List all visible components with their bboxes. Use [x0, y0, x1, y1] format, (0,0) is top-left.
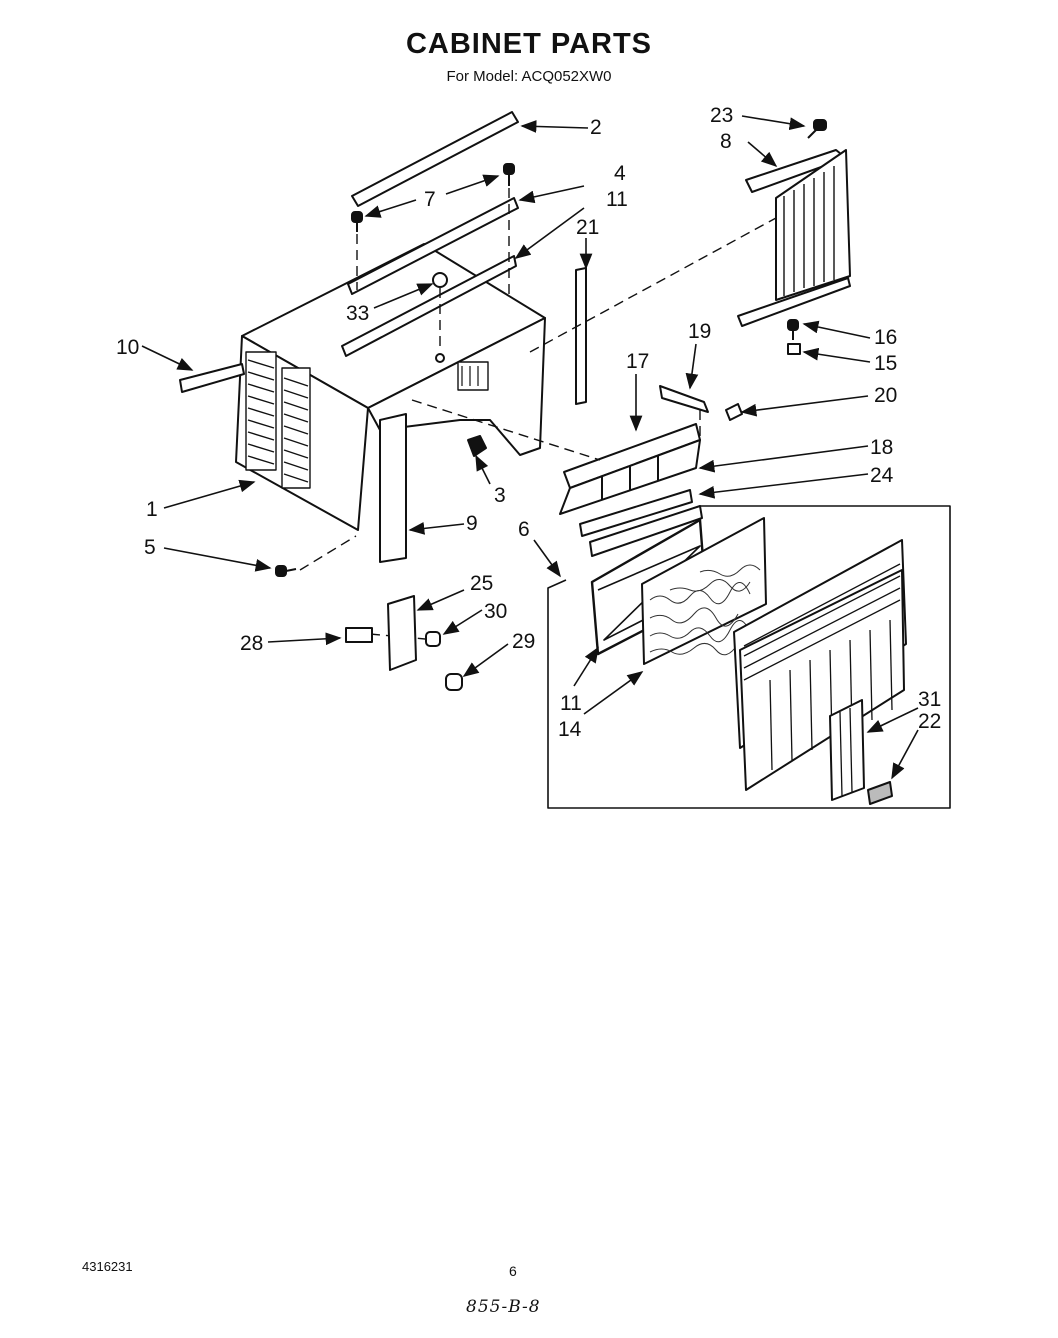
- callout-9: 9: [466, 512, 478, 535]
- front-panel-group-frame: [547, 505, 951, 809]
- callout-12: 11: [606, 188, 628, 211]
- part-5-screw: [275, 565, 297, 577]
- part-24-rail: [579, 489, 693, 537]
- part-10-strip: [179, 363, 245, 393]
- part-19-bracket: [659, 385, 709, 413]
- callout-14: 14: [558, 718, 582, 741]
- front-grille-panel: [733, 539, 907, 791]
- callout-24: 24: [870, 464, 894, 487]
- callout-31: 31: [918, 688, 941, 711]
- callout-33: 33: [346, 302, 369, 325]
- part-2-top-strip: [351, 111, 519, 207]
- callout-11: 11: [560, 692, 582, 715]
- part-9-side-seal: [379, 413, 407, 563]
- part-29-bolt: [445, 673, 463, 691]
- callout-4: 4: [614, 162, 626, 185]
- callout-20: 20: [874, 384, 897, 407]
- callout-25: 25: [470, 572, 493, 595]
- part-16-screw: [787, 319, 799, 340]
- callout-3: 3: [494, 484, 506, 507]
- callout-5: 5: [144, 536, 156, 559]
- part-17-base-pan: [559, 423, 701, 515]
- callout-21: 21: [576, 216, 599, 239]
- callout-16: 16: [874, 326, 897, 349]
- callout-1: 1: [146, 498, 158, 521]
- part-18-support: [589, 505, 703, 557]
- part-4-channel: [347, 197, 519, 295]
- part-28-block: [345, 627, 373, 643]
- callout-23: 23: [710, 104, 733, 127]
- part-21-support: [575, 267, 587, 405]
- callout-30: 30: [484, 600, 507, 623]
- callout-7: 7: [424, 188, 436, 211]
- part-14-filter-media: [641, 517, 767, 665]
- callout-2: 2: [590, 116, 602, 139]
- callout-15: 15: [874, 352, 897, 375]
- callout-6: 6: [518, 518, 530, 541]
- part-25-plate: [387, 595, 417, 671]
- callout-8: 8: [720, 130, 732, 153]
- part-23-screw: [807, 119, 827, 139]
- callout-18: 18: [870, 436, 893, 459]
- model-subtitle: For Model: ACQ052XW0: [446, 68, 612, 85]
- callout-29: 29: [512, 630, 535, 653]
- page-number: 6: [509, 1263, 517, 1279]
- part-22-label: [867, 781, 893, 805]
- callout-22: 22: [918, 710, 941, 733]
- callout-17: 17: [626, 350, 649, 373]
- part-15-clip: [787, 343, 801, 355]
- part-7-screws: [351, 163, 515, 232]
- part-number: 4316231: [82, 1259, 133, 1274]
- page-title: CABINET PARTS: [405, 28, 653, 60]
- part-12-rail: [341, 255, 517, 357]
- part-3-foot: [467, 435, 487, 457]
- handwritten-note: 855-B-8: [466, 1297, 541, 1317]
- part-30-bolt: [425, 631, 441, 647]
- part-8-side-curtain: [737, 149, 851, 327]
- part-31-door: [829, 699, 865, 801]
- callout-10: 10: [116, 336, 139, 359]
- callout-28: 28: [240, 632, 263, 655]
- callout-19: 19: [688, 320, 711, 343]
- part-20-clip: [725, 403, 743, 421]
